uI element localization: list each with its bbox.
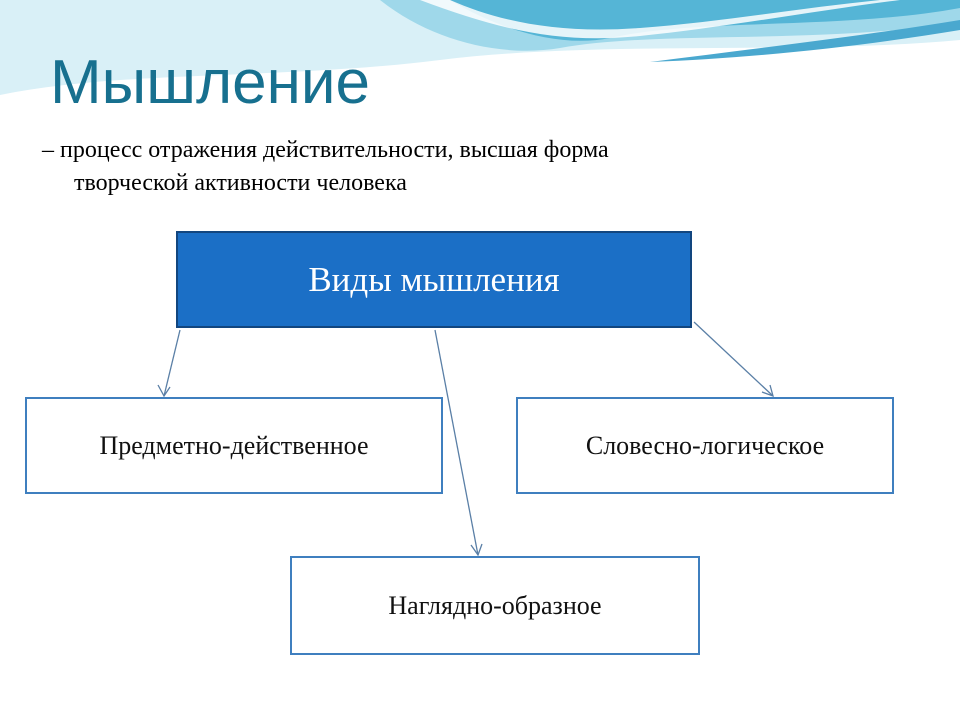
node-right-label: Словесно-логическое: [585, 430, 825, 460]
arrow-to-left: [163, 329, 181, 397]
node-bottom-label: Наглядно-образное: [388, 590, 602, 620]
arrowhead-left: [157, 384, 171, 398]
slide-title: Мышление: [50, 48, 370, 117]
arrowhead-bottom: [470, 543, 483, 557]
root-node: Виды мышления: [176, 231, 692, 328]
node-right: Словесно-логическое: [516, 397, 894, 494]
definition-line-1: – процесс отражения действительности, вы…: [42, 137, 609, 163]
arrowhead-right: [761, 384, 774, 398]
arrow-to-right: [693, 321, 774, 397]
node-left: Предметно-действенное: [25, 397, 443, 494]
node-left-label: Предметно-действенное: [99, 430, 369, 460]
node-bottom: Наглядно-образное: [290, 556, 700, 655]
wave-white-stripe: [420, 0, 900, 39]
root-node-label: Виды мышления: [308, 259, 560, 299]
definition-text: – процесс отражения действительности, вы…: [42, 134, 842, 200]
definition-line-2: творческой активности человека: [74, 170, 407, 196]
arrow-to-bottom: [434, 329, 479, 556]
